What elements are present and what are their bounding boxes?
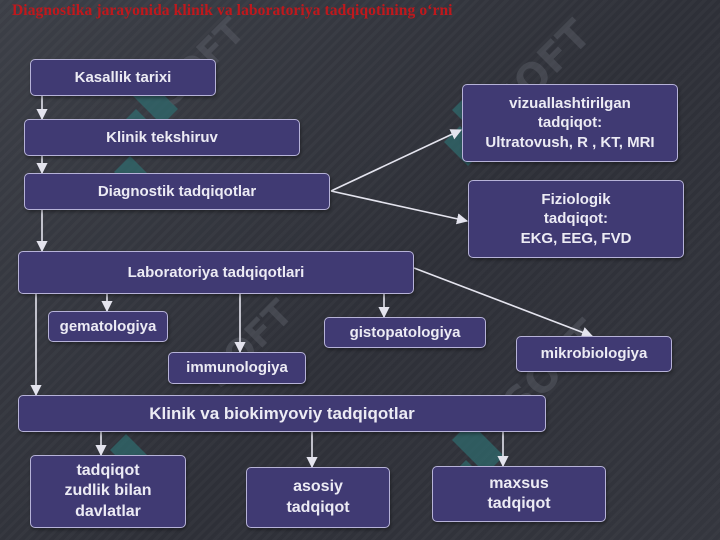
node-label: maxsus tadqiqot <box>487 474 551 512</box>
node-laboratoriya-tadqiqotlari: Laboratoriya tadqiqotlari <box>18 251 414 294</box>
slide-title: Diagnostika jarayonida klinik va laborat… <box>12 2 453 19</box>
node-label: gistopatologiya <box>349 323 461 341</box>
node-label: tadqiqot zudlik bilan davlatlar <box>64 462 152 520</box>
node-label: vizuallashtirilgan tadqiqot: Ultratovush… <box>485 95 655 151</box>
node-label: Klinik tekshiruv <box>106 128 218 146</box>
node-label: Kasallik tarixi <box>74 68 172 86</box>
node-label: gematologiya <box>59 317 157 335</box>
node-label: Klinik va biokimyoviy tadqiqotlar <box>149 403 415 423</box>
connector-diagnostik-vizual <box>330 129 463 192</box>
node-label: Fiziologik tadqiqot: EKG, EEG, FVD <box>520 191 632 247</box>
node-label: Laboratoriya tadqiqotlari <box>127 263 305 281</box>
node-kasallik-tarixi: Kasallik tarixi <box>30 59 216 96</box>
node-fiziologik-tadqiqot: Fiziologik tadqiqot: EKG, EEG, FVD <box>468 180 684 258</box>
node-label: Diagnostik tadqiqotlar <box>97 182 257 200</box>
node-klinik-va-biokimyoviy-tadqiqotlar: Klinik va biokimyoviy tadqiqotlar <box>18 395 546 432</box>
node-klinik-tekshiruv: Klinik tekshiruv <box>24 119 300 156</box>
node-gistopatologiya: gistopatologiya <box>324 317 486 348</box>
node-asosiy-tadqiqot: asosiy tadqiqot <box>246 467 390 528</box>
connector-lab-mikrobiologiya <box>413 267 594 338</box>
node-immunologiya: immunologiya <box>168 352 306 384</box>
node-label: asosiy tadqiqot <box>286 478 350 516</box>
node-mikrobiologiya: mikrobiologiya <box>516 336 672 372</box>
node-vizuallashtirilgan-tadqiqot: vizuallashtirilgan tadqiqot: Ultratovush… <box>462 84 678 162</box>
node-label: mikrobiologiya <box>540 345 648 363</box>
node-gematologiya: gematologiya <box>48 311 168 342</box>
node-label: immunologiya <box>186 359 288 377</box>
node-diagnostik-tadqiqotlar: Diagnostik tadqiqotlar <box>24 173 330 210</box>
node-maxsus-tadqiqot: maxsus tadqiqot <box>432 466 606 522</box>
connector-diagnostik-fiziologik <box>330 190 469 225</box>
node-zudlik-bilan-tadqiqot: tadqiqot zudlik bilan davlatlar <box>30 455 186 528</box>
